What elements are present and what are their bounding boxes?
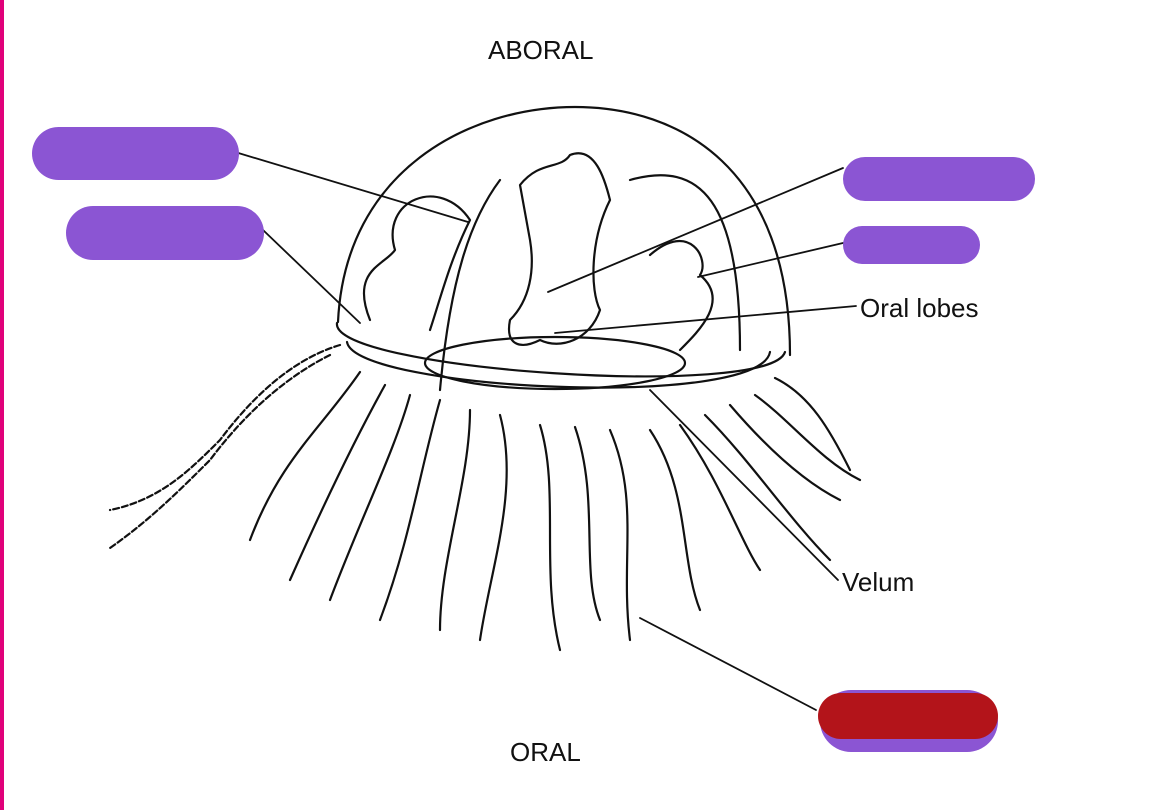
bell-rim-inner — [345, 340, 772, 389]
left-gonad — [362, 195, 472, 332]
redacted-label-2 — [66, 206, 264, 260]
bell-outline — [336, 105, 792, 357]
leader-line-5 — [639, 617, 817, 711]
leader-line-3 — [547, 167, 844, 293]
redacted-label-5-overlay — [818, 693, 998, 739]
redacted-label-3 — [843, 157, 1035, 201]
redacted-label-1 — [32, 127, 239, 180]
oral-label: ORAL — [510, 737, 581, 767]
leader-line-1 — [234, 151, 469, 223]
leader-line-4 — [697, 242, 844, 278]
right-gonad — [648, 239, 714, 352]
oral-lobes-label: Oral lobes — [860, 293, 979, 323]
radial-canal-right — [628, 174, 742, 352]
leader-line-2 — [262, 229, 361, 324]
velum-ellipse — [423, 335, 687, 391]
manubrium — [507, 152, 612, 346]
bell-rim-outer — [335, 321, 787, 378]
leader-line-velum — [649, 389, 839, 581]
velum-label: Velum — [842, 567, 915, 597]
leader-line-oral-lobes — [554, 305, 857, 334]
radial-canal-left — [438, 178, 502, 392]
aboral-label: ABORAL — [488, 35, 594, 65]
left-edge-border — [0, 0, 4, 810]
redacted-label-4 — [843, 226, 980, 264]
